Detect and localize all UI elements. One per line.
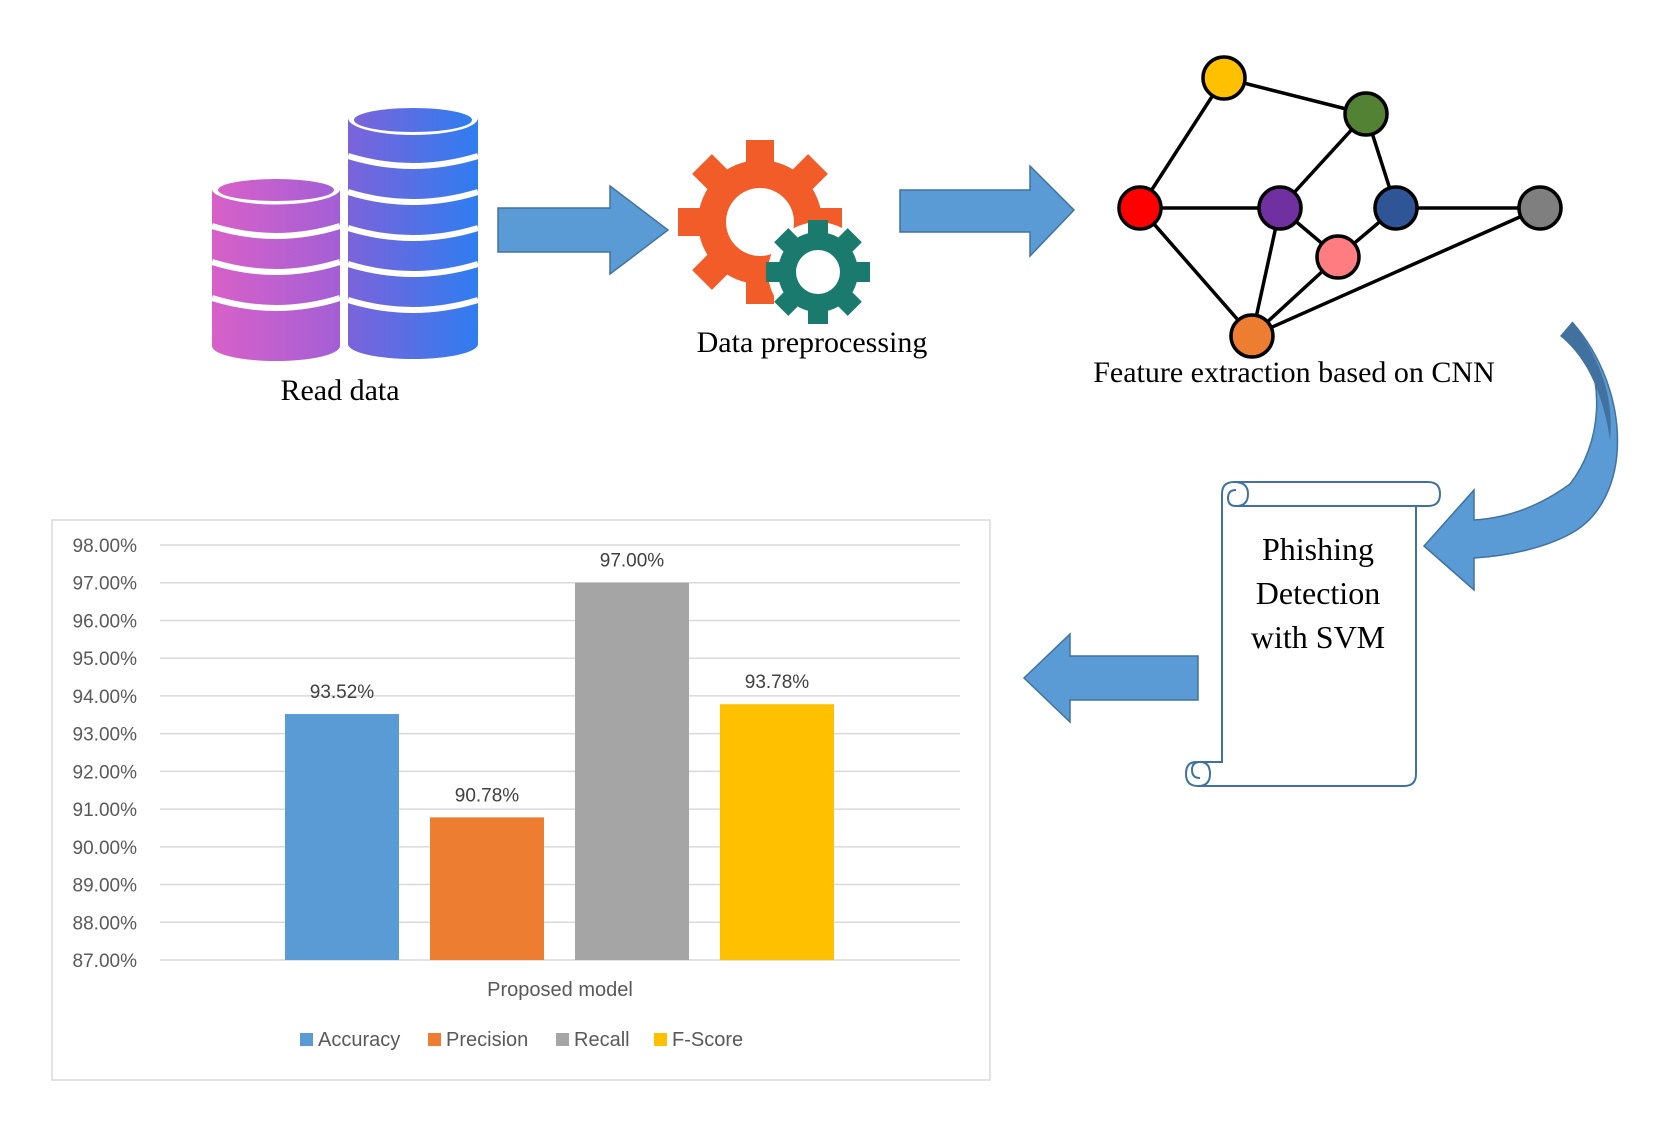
- y-tick-label: 87.00%: [73, 951, 138, 972]
- bar-accuracy: [285, 714, 399, 960]
- y-tick-label: 95.00%: [73, 649, 138, 670]
- legend-item: Precision: [428, 1029, 528, 1051]
- y-tick-label: 92.00%: [73, 762, 138, 783]
- read-data-label: Read data: [280, 374, 399, 407]
- graph-node-purple: [1257, 185, 1303, 231]
- legend-swatch: [428, 1033, 441, 1046]
- legend-swatch: [654, 1033, 667, 1046]
- y-tick-label: 96.00%: [73, 611, 138, 632]
- gear-teal-icon: [766, 220, 870, 324]
- curved-arrow-icon: [1422, 321, 1619, 592]
- legend-item: Accuracy: [300, 1029, 400, 1051]
- detection-label-line1: Phishing: [1262, 531, 1374, 567]
- chart-data-labels: 93.52% 90.78% 97.00% 93.78%: [310, 551, 810, 807]
- y-tick-label: 93.00%: [73, 725, 138, 746]
- graph-node-orange: [1229, 313, 1275, 359]
- bar-f-score: [720, 704, 834, 960]
- bar-precision: [430, 817, 544, 960]
- data-label: 93.52%: [310, 682, 375, 703]
- chart-x-label: Proposed model: [487, 979, 633, 1001]
- y-tick-label: 88.00%: [73, 913, 138, 934]
- arrow-left-icon: [1022, 632, 1199, 724]
- bar-recall: [575, 582, 689, 960]
- network-graph-icon: [1117, 55, 1563, 359]
- y-tick-label: 97.00%: [73, 574, 138, 595]
- gears-icon: [678, 140, 870, 324]
- detection-label-line3: with SVM: [1251, 619, 1385, 655]
- gear-orange-icon: [678, 140, 842, 304]
- results-chart: 98.00% 97.00% 96.00% 95.00% 94.00% 93.00% 92.0…: [51, 519, 991, 1081]
- graph-node-green: [1343, 91, 1389, 137]
- arrow-right-icon: [899, 164, 1076, 258]
- graph-node-pink: [1315, 234, 1361, 280]
- detection-label-line2: Detection: [1256, 575, 1380, 611]
- y-tick-label: 98.00%: [73, 536, 138, 557]
- legend-label: Precision: [446, 1029, 528, 1051]
- curved-arrow-shade: [1560, 322, 1611, 440]
- legend-label: F-Score: [672, 1029, 743, 1051]
- graph-node-red: [1117, 185, 1163, 231]
- legend-item: Recall: [556, 1029, 630, 1051]
- graph-node-gray: [1517, 185, 1563, 231]
- y-tick-label: 91.00%: [73, 800, 138, 821]
- legend-swatch: [556, 1033, 569, 1046]
- data-label: 93.78%: [745, 672, 810, 693]
- y-tick-label: 89.00%: [73, 876, 138, 897]
- legend-label: Recall: [574, 1029, 630, 1051]
- database-stack-right: [347, 101, 479, 359]
- legend-label: Accuracy: [318, 1029, 400, 1051]
- data-label: 97.00%: [600, 551, 665, 572]
- database-stack-left: [211, 171, 341, 361]
- database-icon: [211, 101, 479, 361]
- graph-node-navy: [1373, 185, 1419, 231]
- arrow-right-icon: [497, 184, 670, 276]
- graph-edges: [1138, 76, 1541, 338]
- scroll-icon: [1184, 481, 1442, 787]
- chart-y-axis: 98.00% 97.00% 96.00% 95.00% 94.00% 93.00% 92.0…: [73, 536, 138, 972]
- chart-bars: [285, 582, 834, 960]
- chart-legend: Accuracy Precision Recall F-Score: [300, 1029, 743, 1051]
- y-tick-label: 94.00%: [73, 687, 138, 708]
- graph-node-yellow: [1201, 55, 1247, 101]
- feature-extraction-label: Feature extraction based on CNN: [1093, 356, 1495, 389]
- data-label: 90.78%: [455, 785, 520, 806]
- legend-item: F-Score: [654, 1029, 743, 1051]
- preprocessing-label: Data preprocessing: [697, 326, 928, 359]
- y-tick-label: 90.00%: [73, 838, 138, 859]
- legend-swatch: [300, 1033, 313, 1046]
